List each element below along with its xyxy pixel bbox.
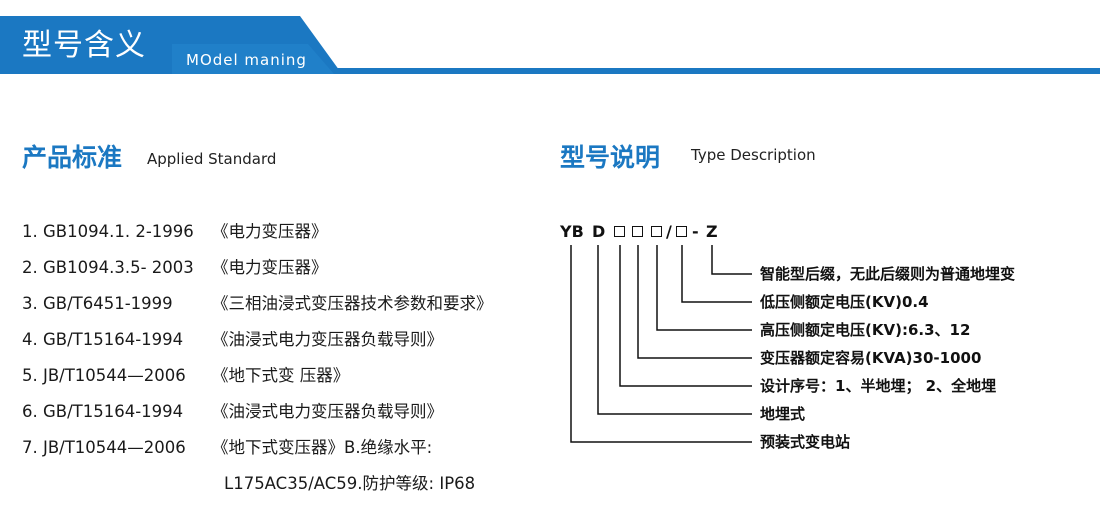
standard-number: 7. JB/T10544—2006 <box>22 438 186 457</box>
desc-smart-suffix: 智能型后缀，无此后缀则为普通地埋变 <box>760 265 1016 283</box>
standard-number: 2. GB1094.3.5- 2003 <box>22 258 194 277</box>
standard-number: 4. GB/T15164-1994 <box>22 330 184 349</box>
standard-name: 《地下式变 压器》 <box>212 366 350 385</box>
page-title: 型号含义 <box>22 28 146 63</box>
standard-number: 1. GB1094.1. 2-1996 <box>22 222 194 241</box>
code-box-sequence <box>614 226 625 237</box>
standards-title: 产品标准 <box>22 143 123 172</box>
code-slash: / <box>666 222 672 241</box>
desc-capacity: 变压器额定容易(KVA)30-1000 <box>760 349 982 367</box>
standard-name: 《电力变压器》 <box>212 222 328 241</box>
type-subtitle: Type Description <box>691 146 816 164</box>
desc-low-voltage: 低压侧额定电压(KV)0.4 <box>760 293 929 311</box>
type-title: 型号说明 <box>560 143 661 172</box>
standard-name: 《地下式变压器》B.绝缘水平: <box>212 438 433 457</box>
code-z: Z <box>706 222 718 241</box>
banner-tab <box>0 16 342 74</box>
standard-number: 6. GB/T15164-1994 <box>22 402 184 421</box>
desc-prefab-substation: 预装式变电站 <box>760 433 851 451</box>
standard-name: 《三相油浸式变压器技术参数和要求》 <box>212 294 493 313</box>
standard-name: 《油浸式电力变压器负载导则》 <box>212 402 443 421</box>
code-d: D <box>592 222 606 241</box>
code-box-capacity <box>632 226 643 237</box>
page-subtitle: MOdel maning <box>186 51 307 69</box>
code-dash: - <box>692 222 699 241</box>
banner-underline <box>0 68 1100 74</box>
standard-name: 《油浸式电力变压器负载导则》 <box>212 330 443 349</box>
desc-high-voltage: 高压侧额定电压(KV):6.3、12 <box>760 321 971 339</box>
code-box-low-voltage <box>676 226 687 237</box>
standard-number: 3. GB/T6451-1999 <box>22 294 173 313</box>
standard-name: 《电力变压器》 <box>212 258 328 277</box>
standard-number: 5. JB/T10544—2006 <box>22 366 186 385</box>
desc-underground: 地埋式 <box>760 405 806 423</box>
standards-subtitle: Applied Standard <box>147 150 277 168</box>
code-yb: YB <box>560 222 584 241</box>
standard-continuation: L175AC35/AC59.防护等级: IP68 <box>224 474 476 493</box>
desc-design-sequence: 设计序号：1、半地埋； 2、全地埋 <box>760 377 997 395</box>
code-box-high-voltage <box>651 226 662 237</box>
